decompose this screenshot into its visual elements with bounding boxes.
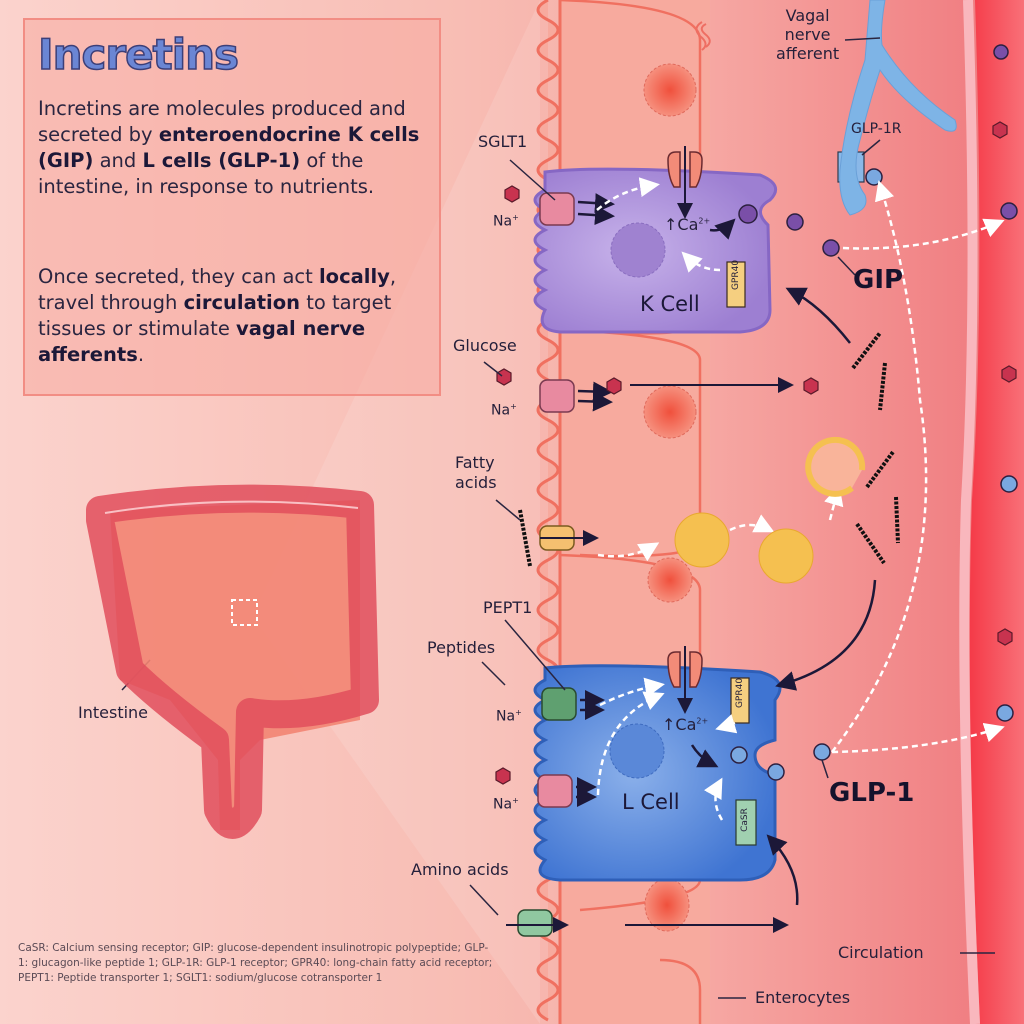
label-circulation: Circulation: [838, 943, 924, 962]
sglt1-transporter: [539, 379, 575, 413]
label-pept1: PEPT1: [483, 598, 533, 617]
casr-receptor: [735, 799, 757, 846]
logo-icon: [695, 21, 711, 51]
glucose-molecules: [495, 121, 1017, 785]
intro-text-segment: , travel through: [38, 265, 397, 314]
label-glucose: Glucose: [453, 336, 517, 355]
intro-text-segment: Incretins are molecules produced and sec…: [38, 97, 406, 146]
pept1-transporter: [541, 687, 577, 721]
label-gpr40: GPR40: [731, 259, 742, 291]
nucleus: [644, 878, 690, 932]
k-cell-nucleus: [610, 222, 666, 278]
label-gip: GIP: [853, 265, 904, 295]
l-cell-nucleus: [609, 723, 665, 779]
amino-acid-transporter: [517, 909, 553, 937]
intestine-illustration: [86, 484, 379, 839]
zoom-box: [231, 599, 258, 626]
calcium-channel-icon: [667, 646, 703, 714]
label-sglt1: SGLT1: [478, 132, 528, 151]
gpr40-receptor: [726, 261, 746, 308]
vessel-wall: [959, 0, 980, 1024]
label-na: Na+: [493, 796, 519, 813]
label-casr: CaSR: [739, 808, 750, 832]
label-l-cell: L Cell: [622, 790, 680, 814]
blood-vessel: [969, 0, 1024, 1024]
sglt1-transporter: [539, 192, 575, 226]
fatty-acid-chains: [518, 331, 900, 567]
intro-paragraph-1: Incretins are molecules produced and sec…: [38, 96, 438, 200]
gpr40-receptor: [730, 677, 750, 724]
sglt1-transporter: [537, 774, 573, 808]
label-na: Na+: [491, 402, 517, 419]
glp1-molecule: [767, 763, 785, 781]
label-glp1r: GLP-1R: [851, 121, 902, 137]
label-ca-k: ↑Ca2+: [664, 215, 711, 234]
intro-text-segment: enteroendocrine K cells (GIP): [38, 123, 420, 172]
label-amino-acids: Amino acids: [411, 860, 509, 879]
label-enterocytes: Enterocytes: [755, 988, 851, 1007]
intro-text-segment: circulation: [183, 291, 301, 314]
intro-text-segment: to target tissues or stimulate: [38, 291, 392, 340]
intro-text-segment: Once secreted, they can act: [38, 265, 319, 288]
info-box: [23, 18, 441, 396]
glp1-bound: [865, 168, 883, 186]
label-glp1: GLP-1: [829, 778, 915, 808]
gip-molecules: [786, 44, 1018, 257]
intro-text-segment: vagal nerve afferents: [38, 317, 366, 366]
nucleus: [643, 385, 697, 439]
intro-text-segment: locally: [319, 265, 390, 288]
intro-text-segment: L cells (GLP-1): [142, 149, 301, 172]
label-k-cell: K Cell: [640, 292, 700, 316]
glp1-molecules: [813, 475, 1018, 761]
label-na: Na+: [493, 213, 519, 230]
abbreviations-footnote: CaSR: Calcium sensing receptor; GIP: glu…: [18, 942, 493, 984]
label-gpr40: GPR40: [735, 677, 746, 709]
label-na: Na+: [496, 708, 522, 725]
intro-paragraph-2: Once secreted, they can act locally, tra…: [38, 264, 438, 368]
vagal-nerve: [839, 0, 957, 216]
zoom-wedge: [258, 0, 540, 1024]
label-peptides: Peptides: [427, 638, 496, 657]
page-title: Incretins: [37, 29, 240, 80]
label-ca-l: ↑Ca2+: [662, 715, 709, 734]
label-intestine: Intestine: [78, 703, 149, 722]
nucleus: [643, 63, 697, 117]
nucleus: [647, 557, 693, 603]
lipid-droplet: [674, 512, 730, 568]
intro-text-segment: of the intestine, in response to nutrien…: [38, 149, 375, 198]
intro-text-segment: and: [93, 149, 143, 172]
intro-text-segment: .: [137, 343, 145, 366]
gip-granule: [738, 204, 758, 224]
calcium-channel-icon: [667, 146, 703, 219]
lipid-droplet: [758, 528, 814, 584]
glp1-granule: [730, 746, 748, 764]
chylomicron: [805, 436, 866, 497]
